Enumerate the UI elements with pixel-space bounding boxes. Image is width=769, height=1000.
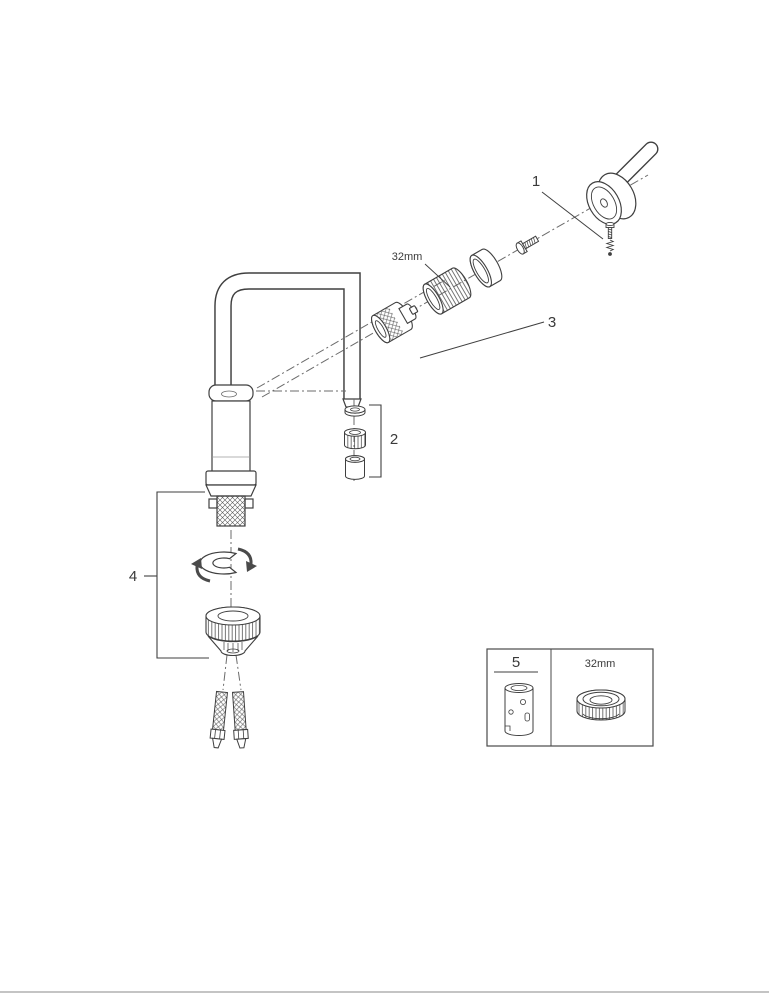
- bracket-2: [369, 404, 382, 478]
- supply-hose-right: [231, 691, 249, 749]
- spring: [605, 239, 615, 252]
- side-tab-right: [244, 498, 254, 509]
- faucet-body: [205, 384, 257, 527]
- callout-5-label: 5: [512, 654, 520, 671]
- handle-cap-face: [586, 181, 622, 225]
- inset-dim-label-32mm: 32mm: [585, 658, 616, 670]
- handle-screw: [515, 235, 540, 255]
- supply-hose-left: [209, 690, 229, 749]
- mounting-nut: [205, 606, 261, 657]
- dim-label-32mm: 32mm: [392, 251, 423, 263]
- escutcheon-ring: [469, 248, 503, 288]
- centerlines: [222, 174, 649, 691]
- brand-logo-oval: [221, 390, 237, 398]
- leader-line-1: [541, 191, 604, 240]
- aerator-32mm-part: [576, 689, 626, 721]
- cartridge-nut: [422, 267, 472, 315]
- callout-3-label: 3: [548, 314, 556, 331]
- leader-line-3: [419, 321, 545, 359]
- rotation-arrows: [191, 547, 257, 583]
- callout-4-label: 4: [129, 568, 137, 585]
- spout: [214, 272, 362, 408]
- horseshoe-washer: [199, 551, 238, 575]
- base-skirt: [205, 484, 257, 497]
- gland-nut: [344, 428, 366, 450]
- side-tab-left: [208, 498, 218, 509]
- bracket-4: [156, 491, 209, 659]
- service-tool: [504, 683, 534, 736]
- callout-1-label: 1: [532, 173, 540, 190]
- cartridge: [371, 301, 419, 344]
- base-collar: [205, 470, 257, 486]
- threaded-shank: [216, 495, 246, 527]
- ball: [608, 252, 612, 256]
- callout-2-label: 2: [390, 431, 398, 448]
- leader-line-32mm: [424, 263, 451, 288]
- axis-hose-left: [222, 654, 228, 691]
- bottom-divider: [0, 991, 769, 993]
- spacer-sleeve: [345, 455, 365, 480]
- body-column: [211, 400, 251, 474]
- axis-diagonal-secondary: [256, 279, 446, 389]
- washer: [344, 405, 366, 417]
- axis-hose-right: [235, 654, 242, 691]
- inset-box: 5 32mm: [486, 648, 654, 747]
- swivel-cap: [208, 384, 254, 402]
- handle-pin-spring: [605, 221, 615, 256]
- lever-handle-assembly: [586, 141, 659, 225]
